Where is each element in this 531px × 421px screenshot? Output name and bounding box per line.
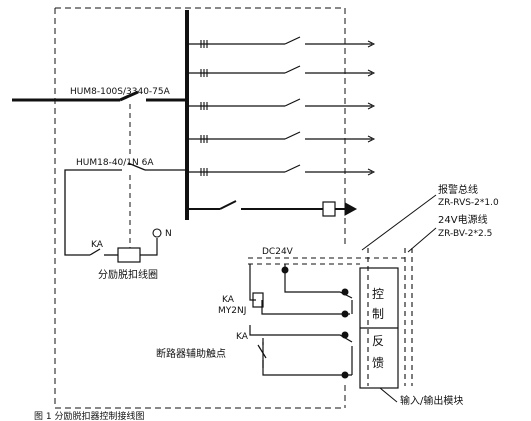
aux-contact-symbol	[257, 338, 267, 368]
relay-ka2-label: KA	[222, 295, 235, 305]
junction-dot-5	[341, 310, 349, 318]
coil-to-neutral-wire	[140, 238, 158, 256]
alarm-bus-label: 报警总线	[438, 183, 478, 196]
power-line-cable-label: ZR-BV-2*2.5	[438, 229, 492, 239]
io-module-leader	[379, 387, 398, 403]
control-wiring	[249, 264, 353, 376]
alarm-bus-leader	[361, 194, 437, 251]
power-line-leader	[407, 227, 437, 253]
shunt-coil	[117, 247, 141, 263]
feeder-arrows	[367, 40, 376, 176]
alarm-bus-cable-label: ZR-RVS-2*1.0	[438, 198, 499, 208]
neutral-label: N	[165, 229, 172, 239]
shunt-coil-label: 分励脱扣线圈	[98, 268, 158, 281]
io-module-box	[359, 267, 399, 389]
monitored-feeder-arrow	[344, 202, 358, 216]
relay-model-label: MY2NJ	[218, 306, 246, 316]
main-breaker-label: HUM8-100S/3340-75A	[70, 87, 171, 97]
feedback-label-2: 馈	[372, 356, 384, 370]
junction-dot-4	[341, 371, 349, 379]
outgoing-feeders	[187, 36, 372, 173]
power-line-label: 24V电源线	[438, 213, 488, 226]
feeder-pole-marks	[200, 40, 208, 176]
junction-dot	[281, 266, 289, 274]
relay-ka-coil	[252, 292, 264, 308]
junction-dot-3	[341, 331, 349, 339]
relay-ka-label: KA	[91, 240, 104, 250]
aux-ka-label: KA	[236, 332, 249, 342]
enclosure-dashed-box	[54, 7, 346, 409]
current-transformer	[322, 201, 336, 217]
aux-contact-label: 断路器辅助触点	[156, 347, 226, 360]
branch-breaker-label: HUM18-40/1N 6A	[76, 158, 154, 168]
junction-dot-2	[341, 288, 349, 296]
branch-breaker-line	[64, 162, 187, 256]
dc24v-dashed-supply	[248, 248, 413, 386]
dc24v-label: DC24V	[262, 247, 294, 257]
io-module-label: 输入/输出模块	[400, 394, 463, 407]
main-incoming-line	[12, 90, 187, 102]
control-label-1: 控	[372, 287, 384, 301]
footer-caption: 图 1 分励脱扣器控制接线图	[34, 410, 144, 421]
control-label-2: 制	[372, 307, 384, 321]
monitored-feeder	[187, 200, 345, 210]
feedback-label-1: 反	[372, 334, 384, 348]
neutral-terminal	[152, 228, 162, 238]
